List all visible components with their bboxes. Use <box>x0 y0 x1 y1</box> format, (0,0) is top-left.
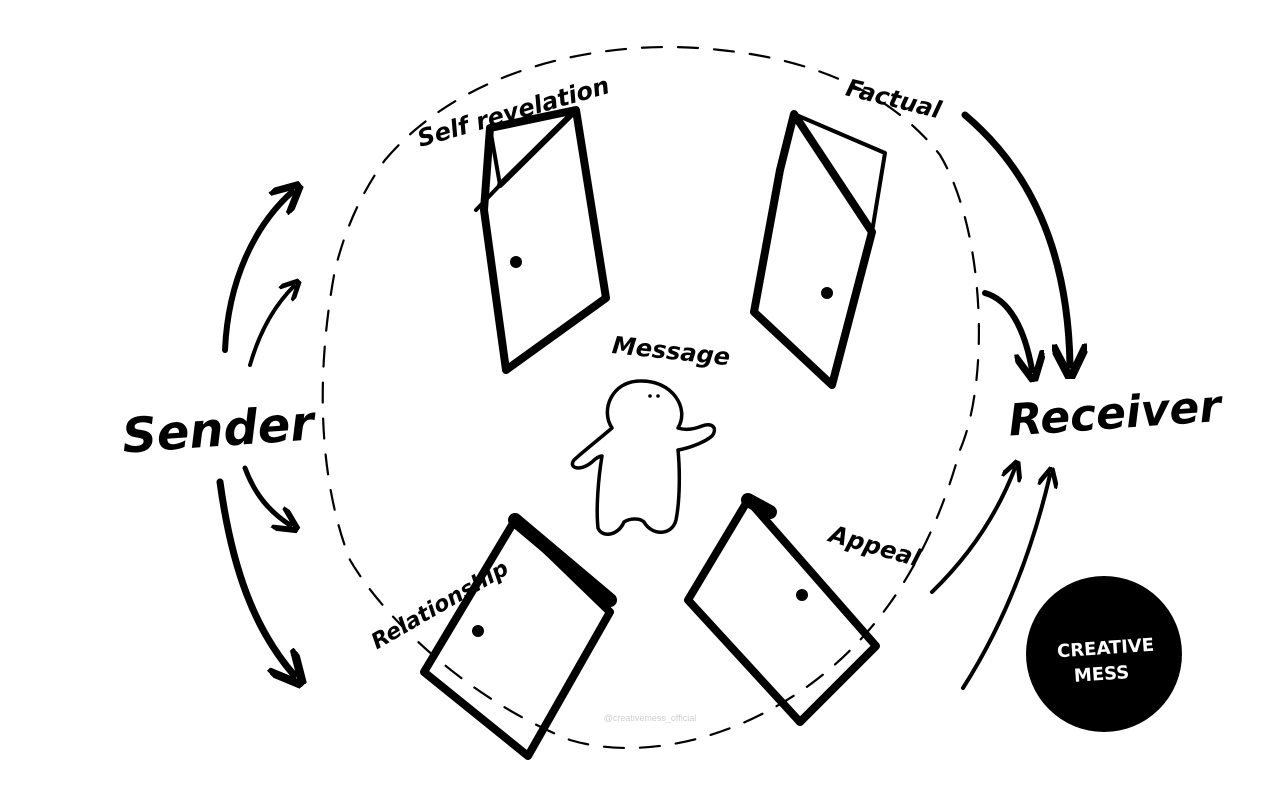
logo-line-2: MESS <box>1073 662 1130 687</box>
sender-arrow-down-small <box>242 465 290 525</box>
dashed-circle <box>321 45 980 750</box>
sender-arrow-up-large <box>222 192 292 353</box>
door-knob <box>821 287 833 299</box>
door-knob <box>510 256 522 268</box>
message-figure <box>570 379 717 536</box>
sender-arrow-down-large <box>216 478 294 675</box>
creative-mess-logo: CREATIVE MESS <box>1026 576 1182 732</box>
door-appeal <box>684 493 880 726</box>
receiver-arrow-up-small <box>930 468 1015 594</box>
door-knob <box>796 589 808 601</box>
receiver-arrows <box>930 111 1070 690</box>
message-label: Message <box>611 331 732 371</box>
receiver-arrow-in-small <box>982 290 1032 370</box>
eye-icon <box>656 394 660 398</box>
sender-label: Sender <box>120 395 319 464</box>
door-relationship <box>420 513 617 760</box>
watermark-text: @creativemess_official <box>604 713 697 723</box>
receiver-label: Receiver <box>1007 381 1225 447</box>
appeal-label: Appeal <box>824 519 924 572</box>
factual-label: Factual <box>843 74 945 125</box>
door-self-revelation <box>474 106 610 374</box>
sender-arrows <box>216 192 294 675</box>
door-factual <box>750 110 887 389</box>
receiver-arrow-up-large <box>961 475 1050 690</box>
door-knob <box>472 625 484 637</box>
receiver-arrow-in-large <box>961 111 1070 365</box>
eye-icon <box>648 394 652 398</box>
sender-arrow-up-small <box>248 286 294 367</box>
